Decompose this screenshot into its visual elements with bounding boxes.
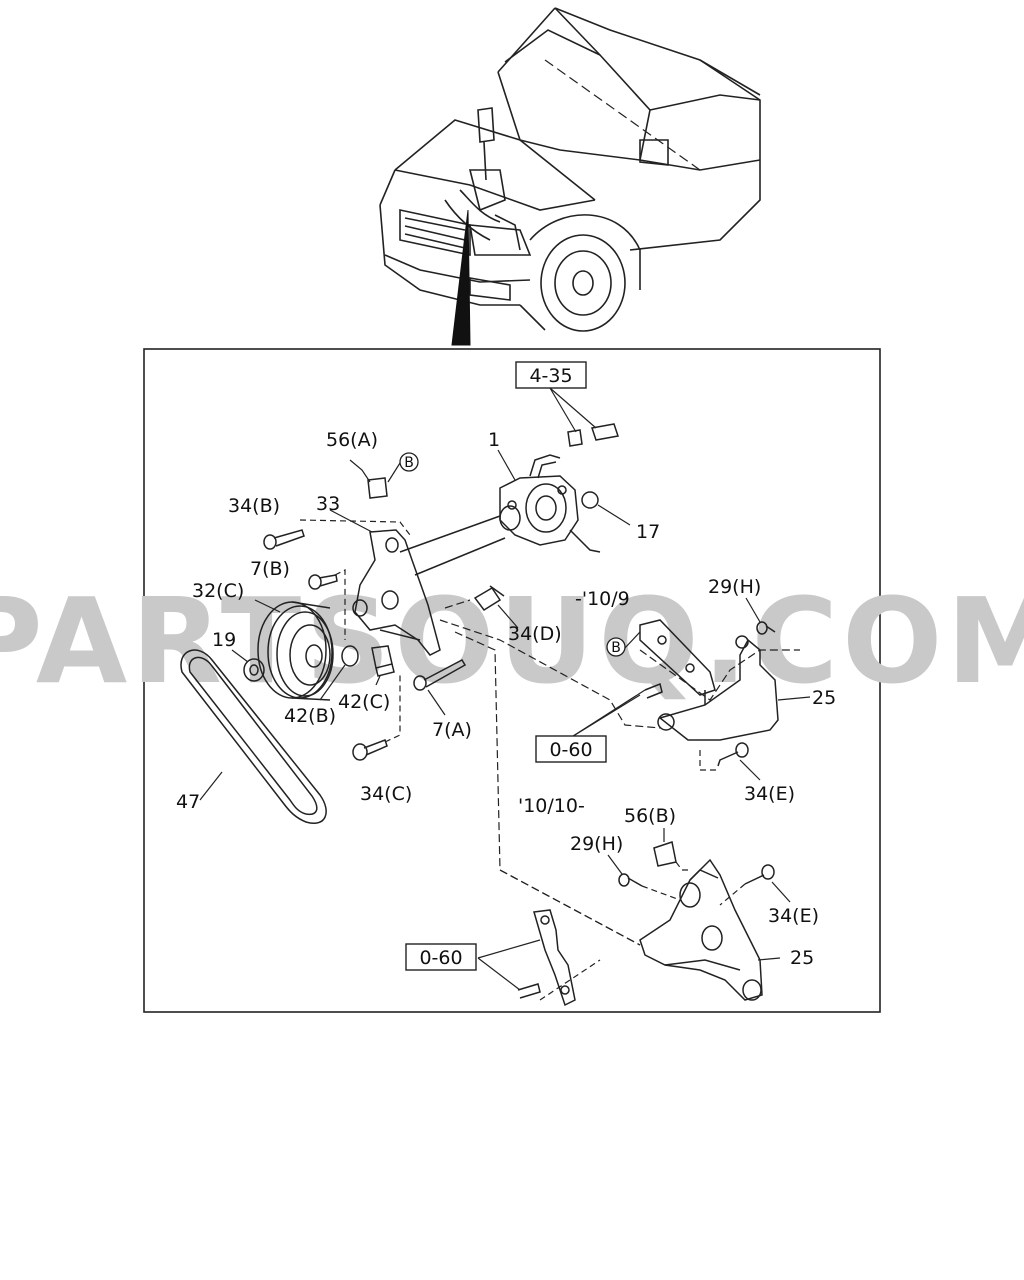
watermark-text: PARTSOUQ.COM: [0, 572, 1024, 710]
date-note-upper: -'10/9: [575, 588, 630, 610]
label-29h-lower[interactable]: 29(H): [570, 833, 623, 855]
label-32c[interactable]: 32(C): [192, 580, 244, 602]
bolt-34c: [352, 739, 388, 761]
ref-box-0-60-upper[interactable]: 0-60: [535, 735, 607, 763]
leader-lines: [199, 387, 811, 1001]
label-34e-upper[interactable]: 34(E): [744, 783, 795, 805]
nut-19: [243, 658, 265, 682]
label-19[interactable]: 19: [212, 629, 236, 651]
part-labels: 1 17 56(A) 33 34(B) 7(B) 32(C) 19 42(B) …: [176, 429, 836, 969]
nut-17: [581, 491, 599, 509]
pulley: [257, 601, 334, 701]
label-17[interactable]: 17: [636, 521, 660, 543]
label-42b[interactable]: 42(B): [284, 705, 336, 727]
label-34b[interactable]: 34(B): [228, 495, 280, 517]
bushing-56a: [367, 477, 388, 499]
label-25-upper[interactable]: 25: [812, 687, 836, 709]
ref-box-0-60-lower[interactable]: 0-60: [405, 943, 477, 971]
diagram-frame: [143, 348, 881, 1013]
vehicle-illustration: [379, 7, 761, 332]
label-47[interactable]: 47: [176, 791, 200, 813]
power-steering-pump: [499, 454, 601, 553]
bolt-7b: [308, 574, 338, 590]
label-56b[interactable]: 56(B): [624, 805, 676, 827]
bracket-25-lower: [639, 858, 763, 1001]
hose-fitting: [567, 423, 619, 447]
circle-ref-b-lower: B: [606, 637, 626, 657]
ref-box-0-60-upper-text: 0-60: [549, 739, 592, 761]
svg-text:B: B: [404, 455, 414, 471]
fitting-34d: [473, 585, 505, 612]
bracket-33: [352, 529, 441, 656]
bolt-34e-upper: [717, 742, 749, 767]
label-33[interactable]: 33: [316, 493, 340, 515]
ref-box-4-35[interactable]: 4-35: [515, 361, 587, 389]
bracket-25-upper: [657, 635, 779, 741]
svg-text:B: B: [611, 640, 621, 656]
label-25-lower[interactable]: 25: [790, 947, 814, 969]
bolt-34e-lower: [744, 864, 775, 885]
date-note-lower: '10/10-: [518, 795, 585, 817]
plate-upper: [639, 619, 716, 699]
washer-42b: [341, 645, 359, 667]
ref-box-4-35-text: 4-35: [529, 365, 572, 387]
circle-ref-b-upper: B: [399, 452, 419, 472]
bolt-29h-upper: [756, 621, 776, 635]
callout-pointer: [451, 209, 471, 346]
bushing-56b: [653, 841, 677, 867]
label-7a[interactable]: 7(A): [432, 719, 472, 741]
bolt-34b: [263, 529, 305, 550]
ref-box-0-60-lower-text: 0-60: [419, 947, 462, 969]
spacer-42c: [371, 645, 395, 677]
label-34d[interactable]: 34(D): [508, 623, 562, 645]
bolt-29h-lower: [618, 873, 643, 887]
label-34e-lower[interactable]: 34(E): [768, 905, 819, 927]
plate-lower: [517, 909, 576, 1007]
label-29h-upper[interactable]: 29(H): [708, 576, 761, 598]
label-42c[interactable]: 42(C): [338, 691, 390, 713]
drive-belt: [180, 649, 327, 825]
label-1[interactable]: 1: [488, 429, 500, 451]
label-7b[interactable]: 7(B): [250, 558, 290, 580]
bolt-7a: [413, 659, 467, 691]
label-56a[interactable]: 56(A): [326, 429, 378, 451]
label-34c[interactable]: 34(C): [360, 783, 412, 805]
